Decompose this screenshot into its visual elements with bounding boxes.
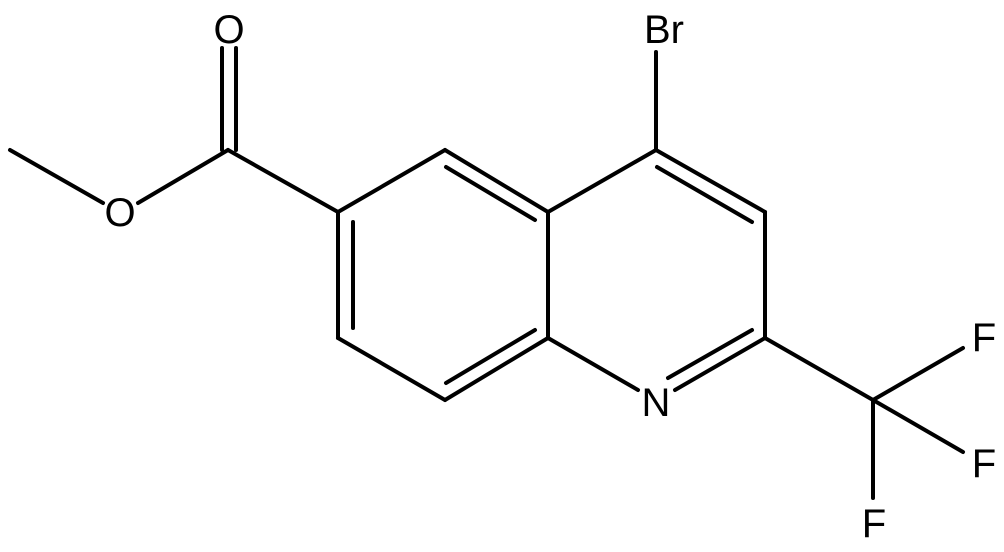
bond-c2-n1 — [673, 336, 767, 392]
bond-carbonyl-ring — [226, 148, 340, 214]
bond-c2-cf3 — [763, 336, 875, 402]
atom-fluorine-2: F — [972, 442, 996, 486]
bond-cf3-f2 — [871, 398, 965, 454]
bond-c8a-c8-inner — [444, 328, 537, 385]
bond-c4a-c4 — [546, 148, 658, 214]
bond-c8a-c8 — [443, 336, 550, 402]
bond-cf3-f1 — [871, 346, 965, 402]
bond-c5-c4a — [443, 148, 550, 214]
bond-c4-c3-inner — [655, 165, 754, 224]
bond-n1-c8a — [546, 336, 640, 392]
atom-fluorine-3: F — [862, 502, 886, 546]
atom-labels: O O Br N F F F — [104, 8, 996, 546]
bond-c5-c4a-inner — [444, 165, 537, 222]
bond-c4-c3 — [654, 148, 767, 214]
bond-c6-c5 — [336, 148, 447, 214]
atom-oxygen-ester: O — [104, 191, 135, 235]
atom-bromine: Br — [644, 8, 684, 52]
atom-nitrogen: N — [642, 381, 671, 425]
atom-fluorine-1: F — [972, 316, 996, 360]
bond-methyl-oxygen — [8, 148, 105, 205]
atom-oxygen-carbonyl: O — [213, 8, 244, 52]
bonds — [8, 46, 965, 500]
bond-c2-n1-inner — [666, 328, 754, 380]
bond-c8-c7 — [336, 336, 447, 402]
bond-oxygen-carbonyl-carbon — [136, 148, 230, 205]
